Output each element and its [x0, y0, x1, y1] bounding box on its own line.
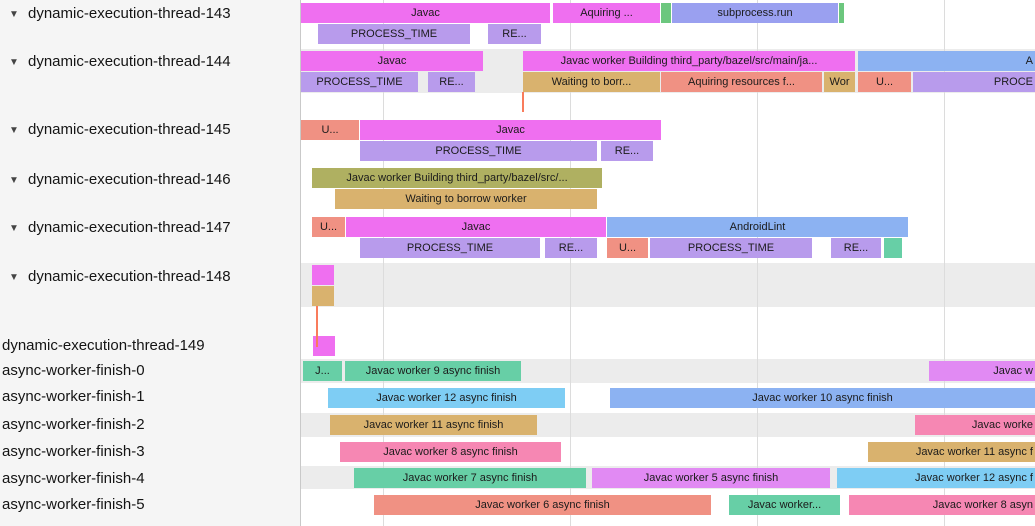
- trace-slice[interactable]: AndroidLint: [607, 217, 908, 237]
- trace-slice[interactable]: Javac: [346, 217, 606, 237]
- trace-slice[interactable]: PROCE: [913, 72, 1035, 92]
- trace-slice[interactable]: RE...: [545, 238, 597, 258]
- trace-slice[interactable]: Javac worker 11 async finish: [330, 415, 537, 435]
- trace-slice[interactable]: Javac worker 8 asyn: [849, 495, 1035, 515]
- trace-slice[interactable]: Javac worker 5 async finish: [592, 468, 830, 488]
- trace-slice[interactable]: [839, 3, 844, 23]
- track-label-row[interactable]: ▼ dynamic-execution-thread-147: [0, 218, 300, 239]
- trace-slice[interactable]: Javac worker 12 async finish: [328, 388, 565, 408]
- trace-slice[interactable]: RE...: [601, 141, 653, 161]
- trace-slice[interactable]: Javac worker...: [729, 495, 840, 515]
- track-label-row[interactable]: ▼ dynamic-execution-thread-143: [0, 4, 300, 25]
- track-label: async-worker-finish-4: [2, 470, 145, 487]
- trace-slice[interactable]: Javac worker 6 async finish: [374, 495, 711, 515]
- instant-event-marker[interactable]: [316, 306, 318, 347]
- instant-event-marker[interactable]: [522, 92, 524, 112]
- track-label-row[interactable]: dynamic-execution-thread-149: [0, 336, 300, 357]
- collapse-arrow-icon[interactable]: ▼: [9, 175, 19, 186]
- trace-slice[interactable]: Javac worker Building third_party/bazel/…: [312, 168, 602, 188]
- trace-slice[interactable]: RE...: [488, 24, 541, 44]
- collapse-arrow-icon[interactable]: ▼: [9, 125, 19, 136]
- gridline: [757, 0, 758, 526]
- track-label: async-worker-finish-2: [2, 416, 145, 433]
- track-label-row[interactable]: async-worker-finish-3: [0, 442, 300, 463]
- trace-slice[interactable]: Javac w: [929, 361, 1035, 381]
- trace-slice[interactable]: Aquiring resources f...: [661, 72, 822, 92]
- collapse-arrow-icon[interactable]: ▼: [9, 9, 19, 20]
- trace-slice[interactable]: PROCESS_TIME: [360, 238, 540, 258]
- track-label-row[interactable]: ▼ dynamic-execution-thread-148: [0, 267, 300, 288]
- track-label-row[interactable]: ▼ dynamic-execution-thread-144: [0, 52, 300, 73]
- trace-slice[interactable]: Waiting to borrow worker: [335, 189, 597, 209]
- track-background-stripe: [300, 263, 1035, 307]
- trace-slice[interactable]: Javac: [301, 51, 483, 71]
- track-label-row[interactable]: async-worker-finish-4: [0, 469, 300, 490]
- trace-slice[interactable]: U...: [301, 120, 359, 140]
- track-label-row[interactable]: ▼ dynamic-execution-thread-146: [0, 170, 300, 191]
- trace-slice[interactable]: U...: [607, 238, 648, 258]
- trace-slice[interactable]: Javac worker 11 async f: [868, 442, 1035, 462]
- track-label-row[interactable]: ▼ dynamic-execution-thread-145: [0, 120, 300, 141]
- trace-slice[interactable]: [884, 238, 902, 258]
- track-label-row[interactable]: async-worker-finish-5: [0, 495, 300, 516]
- gridline: [944, 0, 945, 526]
- trace-slice[interactable]: PROCESS_TIME: [301, 72, 418, 92]
- trace-slice[interactable]: A: [858, 51, 1035, 71]
- track-label: dynamic-execution-thread-146: [28, 171, 231, 188]
- track-label: async-worker-finish-3: [2, 443, 145, 460]
- collapse-arrow-icon[interactable]: ▼: [9, 223, 19, 234]
- track-shelf: ▼ dynamic-execution-thread-143 ▼ dynamic-ex…: [0, 0, 301, 526]
- track-label: dynamic-execution-thread-148: [28, 268, 231, 285]
- trace-slice[interactable]: Wor: [824, 72, 855, 92]
- track-label: dynamic-execution-thread-149: [2, 337, 205, 354]
- trace-slice[interactable]: Javac: [301, 3, 550, 23]
- trace-slice[interactable]: U...: [312, 217, 345, 237]
- trace-slice[interactable]: Javac worker 8 async finish: [340, 442, 561, 462]
- gridline: [383, 0, 384, 526]
- trace-slice[interactable]: [312, 265, 334, 285]
- track-label: dynamic-execution-thread-144: [28, 53, 231, 70]
- trace-slice[interactable]: Javac worker 9 async finish: [345, 361, 521, 381]
- collapse-arrow-icon[interactable]: ▼: [9, 272, 19, 283]
- track-label: dynamic-execution-thread-143: [28, 5, 231, 22]
- trace-slice[interactable]: RE...: [428, 72, 475, 92]
- trace-slice[interactable]: Waiting to borr...: [523, 72, 660, 92]
- track-label: dynamic-execution-thread-145: [28, 121, 231, 138]
- track-label-row[interactable]: async-worker-finish-0: [0, 361, 300, 382]
- trace-slice[interactable]: U...: [858, 72, 911, 92]
- trace-slice[interactable]: subprocess.run: [672, 3, 838, 23]
- track-label: dynamic-execution-thread-147: [28, 219, 231, 236]
- track-label: async-worker-finish-1: [2, 388, 145, 405]
- trace-slice[interactable]: J...: [303, 361, 342, 381]
- trace-slice[interactable]: [313, 336, 335, 356]
- track-label-row[interactable]: async-worker-finish-1: [0, 387, 300, 408]
- trace-slice[interactable]: [312, 286, 334, 306]
- trace-slice[interactable]: [661, 3, 671, 23]
- trace-slice[interactable]: Javac worker 10 async finish: [610, 388, 1035, 408]
- collapse-arrow-icon[interactable]: ▼: [9, 57, 19, 68]
- trace-slice[interactable]: Javac worker Building third_party/bazel/…: [523, 51, 855, 71]
- trace-slice[interactable]: RE...: [831, 238, 881, 258]
- track-label: async-worker-finish-5: [2, 496, 145, 513]
- trace-slice[interactable]: Javac worker 7 async finish: [354, 468, 586, 488]
- trace-slice[interactable]: Javac: [360, 120, 661, 140]
- trace-slice[interactable]: Javac worke: [915, 415, 1035, 435]
- track-label: async-worker-finish-0: [2, 362, 145, 379]
- trace-slice[interactable]: Javac worker 12 async f: [837, 468, 1035, 488]
- trace-slice[interactable]: PROCESS_TIME: [360, 141, 597, 161]
- trace-slice[interactable]: PROCESS_TIME: [318, 24, 470, 44]
- trace-slice[interactable]: Aquiring ...: [553, 3, 660, 23]
- track-label-row[interactable]: async-worker-finish-2: [0, 415, 300, 436]
- trace-slice[interactable]: PROCESS_TIME: [650, 238, 812, 258]
- gridline: [570, 0, 571, 526]
